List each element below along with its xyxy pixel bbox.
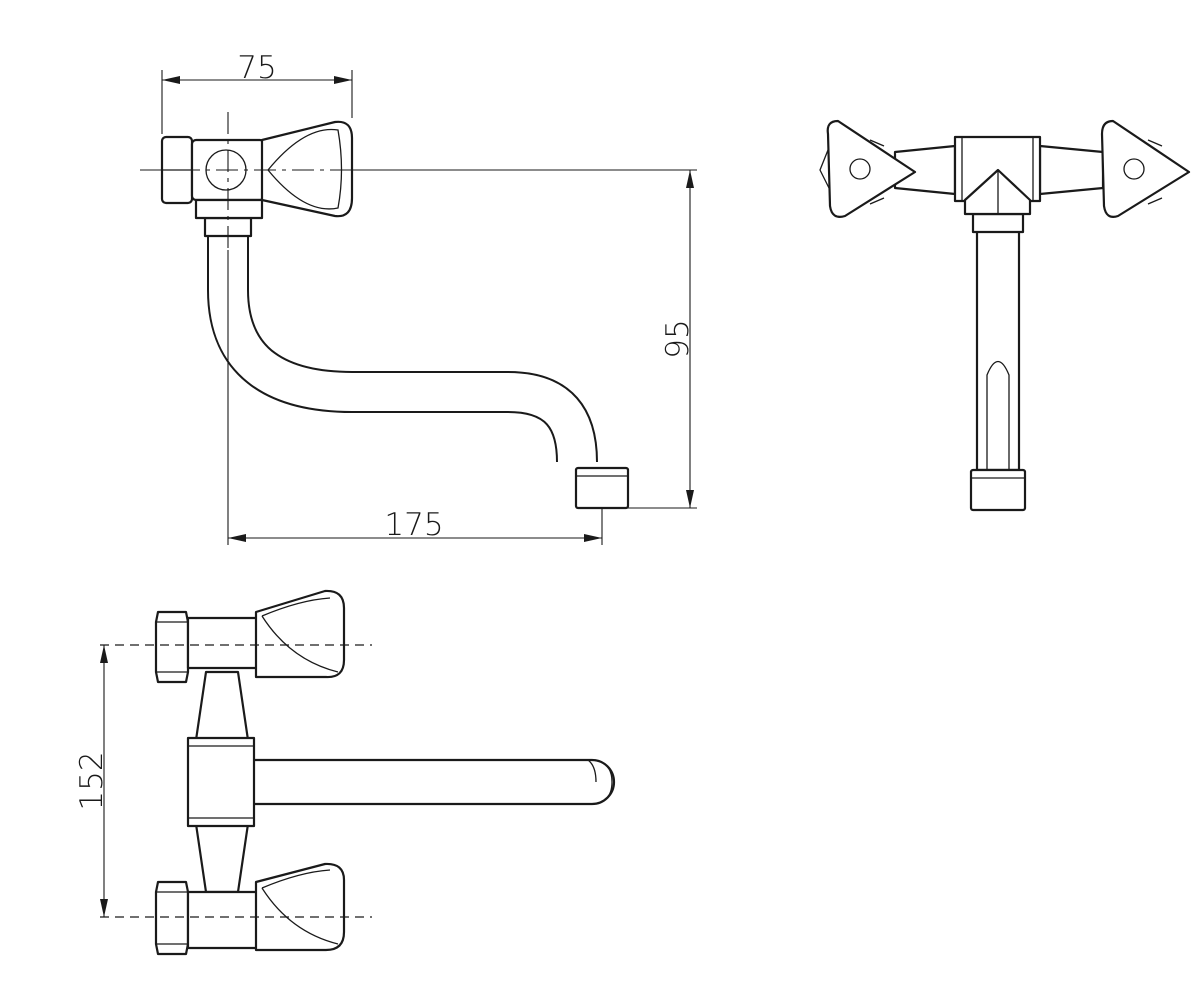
- front-handle-right-hole: [1123, 158, 1145, 180]
- top-stem-upper: [194, 670, 250, 742]
- top-hex-nut-lower: [154, 880, 190, 956]
- arrowhead: [100, 645, 108, 663]
- dimension-center-spacing: 152: [74, 645, 110, 917]
- top-view: [100, 589, 616, 956]
- side-aerator: [574, 466, 630, 510]
- top-valve-body-lower: [186, 890, 260, 950]
- side-spout-outline: [207, 230, 598, 463]
- front-handle-left: [826, 119, 917, 218]
- top-handle-lower: [254, 862, 346, 952]
- side-view: [140, 112, 630, 510]
- dimension-label-spout-reach: 175: [384, 507, 443, 543]
- side-spout-fill: [209, 230, 596, 463]
- front-view: [819, 119, 1191, 512]
- dimension-drop-height: 95: [352, 169, 697, 509]
- dimension-label-drop-height: 95: [660, 319, 696, 358]
- dimension-top-width: 75: [161, 50, 353, 134]
- front-handle-right: [1100, 119, 1191, 218]
- arrowhead: [686, 170, 694, 188]
- front-arm-right: [1038, 144, 1105, 196]
- arrowhead: [686, 490, 694, 508]
- front-handle-left-hole: [849, 158, 871, 180]
- top-spout: [250, 758, 616, 806]
- arrowhead: [228, 534, 246, 542]
- dimension-spout-reach: 175: [227, 250, 603, 545]
- arrowhead: [334, 76, 352, 84]
- arrowhead: [100, 899, 108, 917]
- arrowhead: [162, 76, 180, 84]
- top-hex-nut-upper: [154, 610, 190, 684]
- top-valve-body-upper: [186, 616, 260, 670]
- dimension-label-center-spacing: 152: [74, 751, 110, 810]
- top-stem-lower: [194, 822, 250, 894]
- side-handle: [260, 120, 354, 218]
- front-aerator: [969, 468, 1027, 512]
- dimension-label-top-width: 75: [237, 50, 276, 86]
- top-central-collar: [186, 736, 256, 828]
- front-spout: [975, 226, 1021, 472]
- arrowhead: [584, 534, 602, 542]
- top-handle-upper: [254, 589, 346, 679]
